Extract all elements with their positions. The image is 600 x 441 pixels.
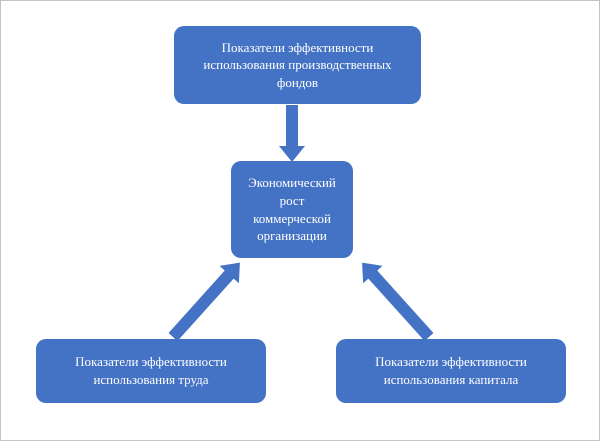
node-label: Показатели эффективности использования п… [203,39,392,90]
node-production-funds-indicators: Показатели эффективности использования п… [174,26,421,104]
node-label: Экономический рост коммерческой организа… [248,175,336,244]
down-arrow-icon [279,105,305,162]
up-left-arrow-icon [362,262,434,342]
up-right-arrow-icon [168,262,240,342]
node-capital-indicators: Показатели эффективности использования к… [336,339,566,403]
node-economic-growth: Экономический рост коммерческой организа… [231,161,353,258]
node-labor-indicators: Показатели эффективности использования т… [36,339,266,403]
node-label: Показатели эффективности использования т… [75,354,227,387]
node-label: Показатели эффективности использования к… [375,354,527,387]
